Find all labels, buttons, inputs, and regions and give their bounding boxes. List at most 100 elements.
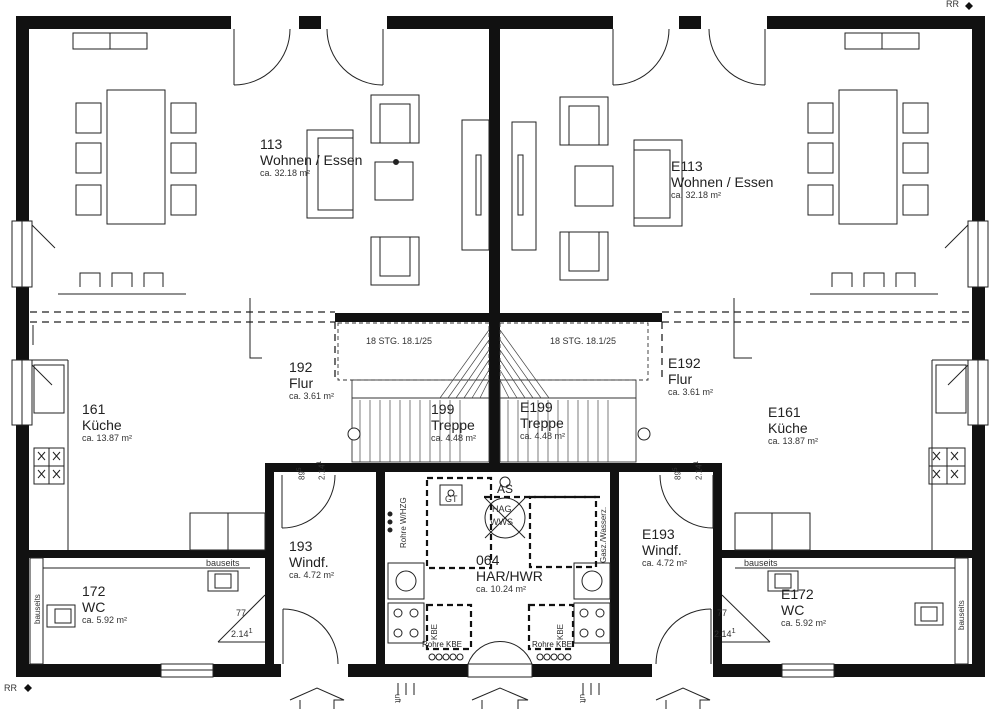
room-area: ca. 13.87 m² [768, 436, 819, 447]
room-number: E192 [668, 355, 701, 371]
air-arrows [397, 683, 600, 695]
bauseits-left-side: bauseits [33, 594, 42, 624]
room-E113-label: E113 Wohnen / Essen ca. 32.18 m² [671, 158, 773, 201]
room-number: 172 [82, 583, 106, 599]
stair-treads [359, 329, 609, 462]
room-number: 199 [431, 401, 455, 417]
door-214-left: 2.141 [316, 460, 327, 480]
room-number: E199 [520, 399, 553, 415]
room-number: 064 [476, 552, 500, 568]
bauseits-right-side: bauseits [957, 600, 966, 630]
room-name: Wohnen / Essen [671, 174, 774, 191]
bauseits-right-top: bauseits [744, 558, 778, 568]
room-name: Windf. [289, 554, 329, 571]
stair-tread [447, 339, 490, 399]
stair-tread [499, 369, 518, 399]
rr-marker-bottom: RR [4, 683, 17, 693]
room-number: E172 [781, 586, 814, 602]
windows [11, 220, 989, 678]
room-name: Treppe [431, 417, 475, 434]
stairs-left-label: 18 STG. 18.1/25 [366, 336, 433, 346]
hag-label: HAG [492, 504, 512, 514]
room-name: Wohnen / Essen [260, 152, 363, 169]
room-E199-label: E199 Treppe ca. 4.48 m² [520, 399, 565, 442]
entry-arrows [289, 687, 711, 709]
room-name: HAR/HWR [476, 568, 543, 585]
room-area: ca. 4.72 m² [289, 570, 335, 581]
door-89-right: 895 [672, 467, 683, 480]
rohre-kbe-right: Rohre KBE [532, 640, 573, 649]
room-area: ca. 3.61 m² [289, 391, 335, 402]
luft-left-label: uft [393, 694, 402, 703]
upper-floor-outline [30, 311, 972, 382]
stair-tread [499, 329, 550, 399]
room-number: 192 [289, 359, 313, 375]
room-name: WC [82, 599, 106, 616]
wws-label: WWS [490, 517, 513, 527]
room-area: ca. 10.24 m² [476, 584, 527, 595]
room-192-label: 192 Flur ca. 3.61 m² [289, 359, 334, 402]
rr-markers [24, 2, 973, 692]
stair-tread [499, 339, 542, 399]
stair-tread [439, 329, 490, 399]
room-number: 161 [82, 401, 106, 417]
room-name: Küche [82, 417, 122, 434]
stair-tread [499, 359, 526, 399]
room-area: ca. 4.48 m² [520, 431, 566, 442]
room-area: ca. 3.61 m² [668, 387, 714, 398]
room-name: Flur [289, 375, 314, 392]
kbe-right-label: KBE [556, 623, 565, 640]
room-199-label: 199 Treppe ca. 4.48 m² [431, 401, 476, 444]
stair-tread [455, 349, 490, 399]
room-193-label: 193 Windf. ca. 4.72 m² [289, 538, 334, 581]
gasz-wasserz-label: Gasz./Wasserz. [599, 506, 608, 563]
door-214-right: 2.141 [693, 460, 704, 480]
room-E172-label: E172 WC ca. 5.92 m² [781, 586, 826, 629]
room-name: Treppe [520, 415, 564, 432]
stairs-right-label: 18 STG. 18.1/25 [550, 336, 617, 346]
door-77-left: 77 [236, 608, 247, 618]
room-name: WC [781, 602, 805, 619]
room-E193-label: E193 Windf. ca. 4.72 m² [642, 526, 687, 569]
door-214-wc-right: 2.141 [714, 626, 736, 639]
stair-tread [463, 359, 490, 399]
stair-tread [499, 349, 534, 399]
door-77-right: 77 [717, 608, 728, 618]
stair-posts [347, 427, 651, 441]
room-area: ca. 5.92 m² [82, 615, 128, 626]
door-swings [31, 28, 969, 665]
rohre-whzg-label: Rohre W/HZG [399, 497, 408, 548]
room-161-label: 161 Küche ca. 13.87 m² [82, 401, 132, 444]
room-area: ca. 13.87 m² [82, 433, 133, 444]
room-number: E161 [768, 404, 801, 420]
room-number: E193 [642, 526, 675, 542]
room-area: ca. 4.72 m² [642, 558, 688, 569]
room-name: Flur [668, 371, 693, 388]
room-E192-label: E192 Flur ca. 3.61 m² [668, 355, 713, 398]
room-number: E113 [671, 158, 703, 174]
har-dashed-areas [425, 476, 600, 651]
door-89-left: 895 [296, 467, 307, 480]
rohre-kbe-left: Rohre KBE [422, 640, 463, 649]
kbe-left-label: KBE [430, 623, 439, 640]
room-113-label: 113 Wohnen / Essen ca. 32.18 m² [260, 136, 362, 179]
room-area: ca. 32.18 m² [671, 190, 722, 201]
room-E161-label: E161 Küche ca. 13.87 m² [768, 404, 818, 447]
stair-tread [471, 369, 490, 399]
bauseits-left-top: bauseits [206, 558, 240, 568]
room-area: ca. 4.48 m² [431, 433, 477, 444]
room-name: Windf. [642, 542, 682, 559]
room-064-label: 064 HAR/HWR ca. 10.24 m² [476, 552, 543, 595]
room-number: 113 [260, 136, 283, 152]
room-area: ca. 32.18 m² [260, 168, 311, 179]
door-214-wc-left: 2.141 [231, 626, 253, 639]
outer-walls [16, 16, 985, 677]
room-172-label: 172 WC ca. 5.92 m² [82, 583, 127, 626]
furniture [29, 32, 969, 665]
gt-label: GT [445, 494, 458, 504]
stairs [337, 322, 649, 463]
stair-tread [479, 379, 490, 399]
rr-marker-top: RR [946, 0, 959, 9]
stair-tread [499, 379, 510, 399]
